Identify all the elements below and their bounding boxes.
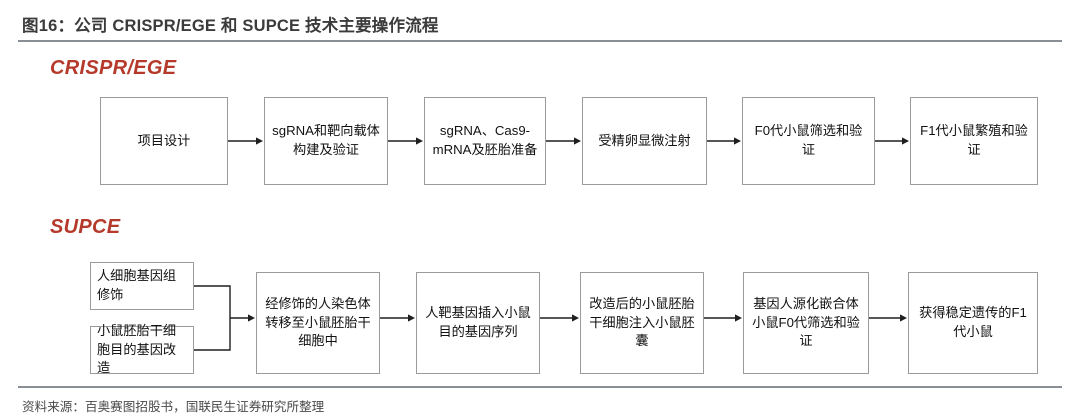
- arrow-crispr-5-to-6: [875, 136, 910, 145]
- flow-box-supce-step-3: 改造后的小鼠胚胎干细胞注入小鼠胚囊: [580, 272, 704, 374]
- flow-box-supce-input-2: 小鼠胚胎干细胞目的基因改造: [90, 323, 194, 375]
- arrow-crispr-3-to-4: [546, 136, 582, 145]
- flow-box-supce-input-1: 人细胞基因组修饰: [90, 262, 194, 310]
- title-divider: [18, 40, 1062, 42]
- flow-box-crispr-step-6: F1代小鼠繁殖和验证: [910, 97, 1038, 185]
- page-title: 图16：公司 CRISPR/EGE 和 SUPCE 技术主要操作流程: [22, 17, 439, 35]
- arrow-supce-1-to-2: [380, 313, 416, 322]
- section-label-crispr-ege: CRISPR/EGE: [50, 57, 177, 79]
- arrow-crispr-4-to-5: [707, 136, 742, 145]
- flow-box-supce-step-2: 人靶基因插入小鼠目的基因序列: [416, 272, 540, 374]
- arrow-crispr-1-to-2: [228, 136, 264, 145]
- flow-box-crispr-step-4: 受精卵显微注射: [582, 97, 707, 185]
- section-label-supce: SUPCE: [50, 216, 121, 238]
- flow-box-crispr-step-1: 项目设计: [100, 97, 228, 185]
- source-note: 资料来源：百奥赛图招股书，国联民生证券研究所整理: [22, 400, 325, 414]
- merge-connector-supce-inputs: [194, 282, 256, 354]
- footer-divider: [18, 386, 1062, 388]
- flow-box-crispr-step-2: sgRNA和靶向载体构建及验证: [264, 97, 388, 185]
- arrow-supce-4-to-5: [869, 313, 908, 322]
- flow-box-supce-step-4: 基因人源化嵌合体小鼠F0代筛选和验证: [743, 272, 869, 374]
- flow-box-crispr-step-3: sgRNA、Cas9-mRNA及胚胎准备: [424, 97, 546, 185]
- arrow-supce-3-to-4: [704, 313, 743, 322]
- flow-box-supce-step-1: 经修饰的人染色体转移至小鼠胚胎干细胞中: [256, 272, 380, 374]
- flow-box-crispr-step-5: F0代小鼠筛选和验证: [742, 97, 875, 185]
- arrow-supce-2-to-3: [540, 313, 580, 322]
- flow-box-supce-step-5: 获得稳定遗传的F1代小鼠: [908, 272, 1038, 374]
- arrow-crispr-2-to-3: [388, 136, 424, 145]
